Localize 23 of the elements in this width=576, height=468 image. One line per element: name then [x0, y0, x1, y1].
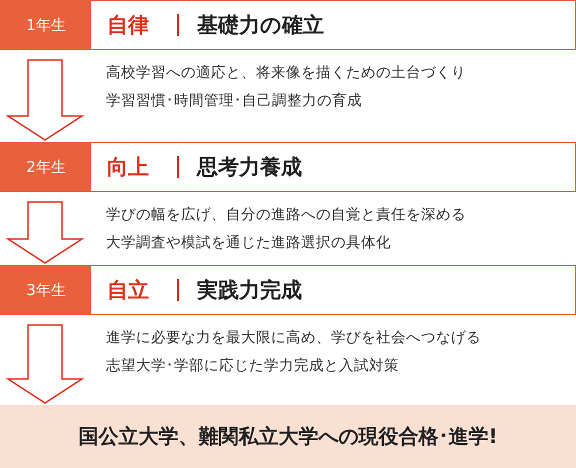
- stage-band: [0, 0, 576, 50]
- down-arrow: [5, 201, 85, 264]
- stage-band: [0, 265, 576, 315]
- stage-keyword: 自立: [107, 277, 149, 304]
- down-arrow: [5, 59, 85, 141]
- stage-keyword: 自律: [107, 12, 149, 39]
- stage-title: 実践力完成: [197, 277, 302, 304]
- stage-keyword: 向上: [107, 154, 149, 181]
- stage-title: 基礎力の確立: [197, 12, 324, 39]
- grade-label: 1年生: [1, 1, 91, 49]
- goal-text: 国公立大学、難関私立大学への現役合格･進学!: [77, 423, 499, 450]
- grade-label: 2年生: [1, 143, 91, 191]
- description-text: 進学に必要な力を最大限に高め、学びを社会へつなげる: [106, 328, 481, 347]
- stage-band: [0, 142, 576, 192]
- description-text: 高校学習への適応と、将来像を描くための土台づくり: [106, 64, 466, 82]
- description-text: 学びの幅を広げ、自分の進路への自覚と責任を深める: [106, 206, 466, 224]
- description-text: 大学調査や模試を通じた進路選択の具体化: [106, 234, 391, 252]
- grade-label: 3年生: [1, 266, 91, 314]
- goal-banner: [0, 405, 576, 468]
- description-text: 学習習慣･時間管理･自己調整力の育成: [106, 92, 362, 110]
- description-text: 志望大学･学部に応じた学力完成と入試対策: [106, 356, 399, 375]
- stage-title: 思考力養成: [197, 154, 302, 181]
- down-arrow: [5, 324, 85, 404]
